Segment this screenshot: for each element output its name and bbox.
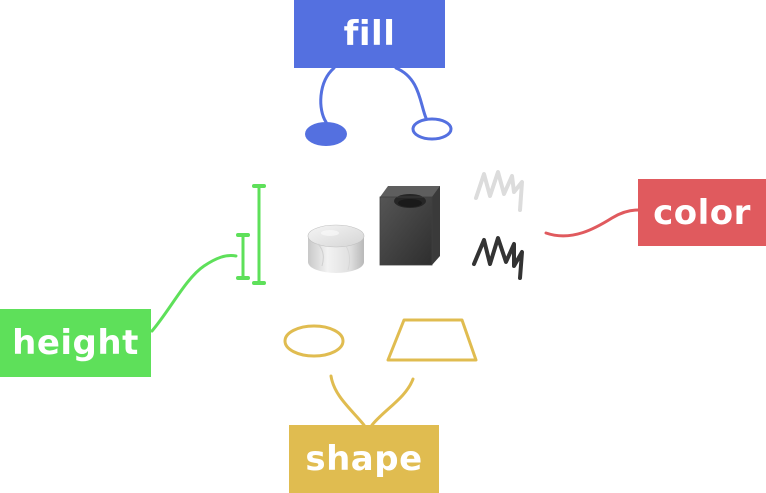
color-group: [472, 170, 640, 280]
filled-ellipse-icon: [305, 122, 347, 146]
dark-scribble-icon: [472, 236, 524, 280]
height-connector: [150, 254, 238, 333]
outline-ellipse-icon: [411, 117, 453, 141]
fill-connector-right: [394, 66, 428, 120]
shape-group: [283, 318, 478, 427]
fill-label-box: fill: [294, 0, 445, 68]
height-group: [150, 184, 266, 333]
color-connector: [544, 208, 640, 238]
fill-group: [305, 66, 453, 146]
marble-cylinder-object: [307, 224, 365, 273]
ellipse-shape-icon: [283, 324, 345, 358]
dark-cube-with-hole-object: [379, 186, 440, 266]
short-bar-icon: [236, 233, 250, 280]
color-label: color: [653, 192, 751, 233]
shape-connector-left: [329, 374, 366, 427]
shape-connector-right: [370, 377, 415, 427]
light-scribble-icon: [474, 170, 524, 212]
height-label: height: [12, 323, 139, 363]
fill-connector-left: [319, 66, 336, 124]
fill-label: fill: [343, 14, 396, 54]
color-label-box: color: [638, 179, 766, 246]
trapezoid-shape-icon: [386, 318, 478, 362]
shape-label: shape: [305, 439, 423, 479]
height-label-box: height: [0, 309, 151, 377]
shape-label-box: shape: [289, 425, 439, 493]
tall-bar-icon: [252, 184, 266, 285]
